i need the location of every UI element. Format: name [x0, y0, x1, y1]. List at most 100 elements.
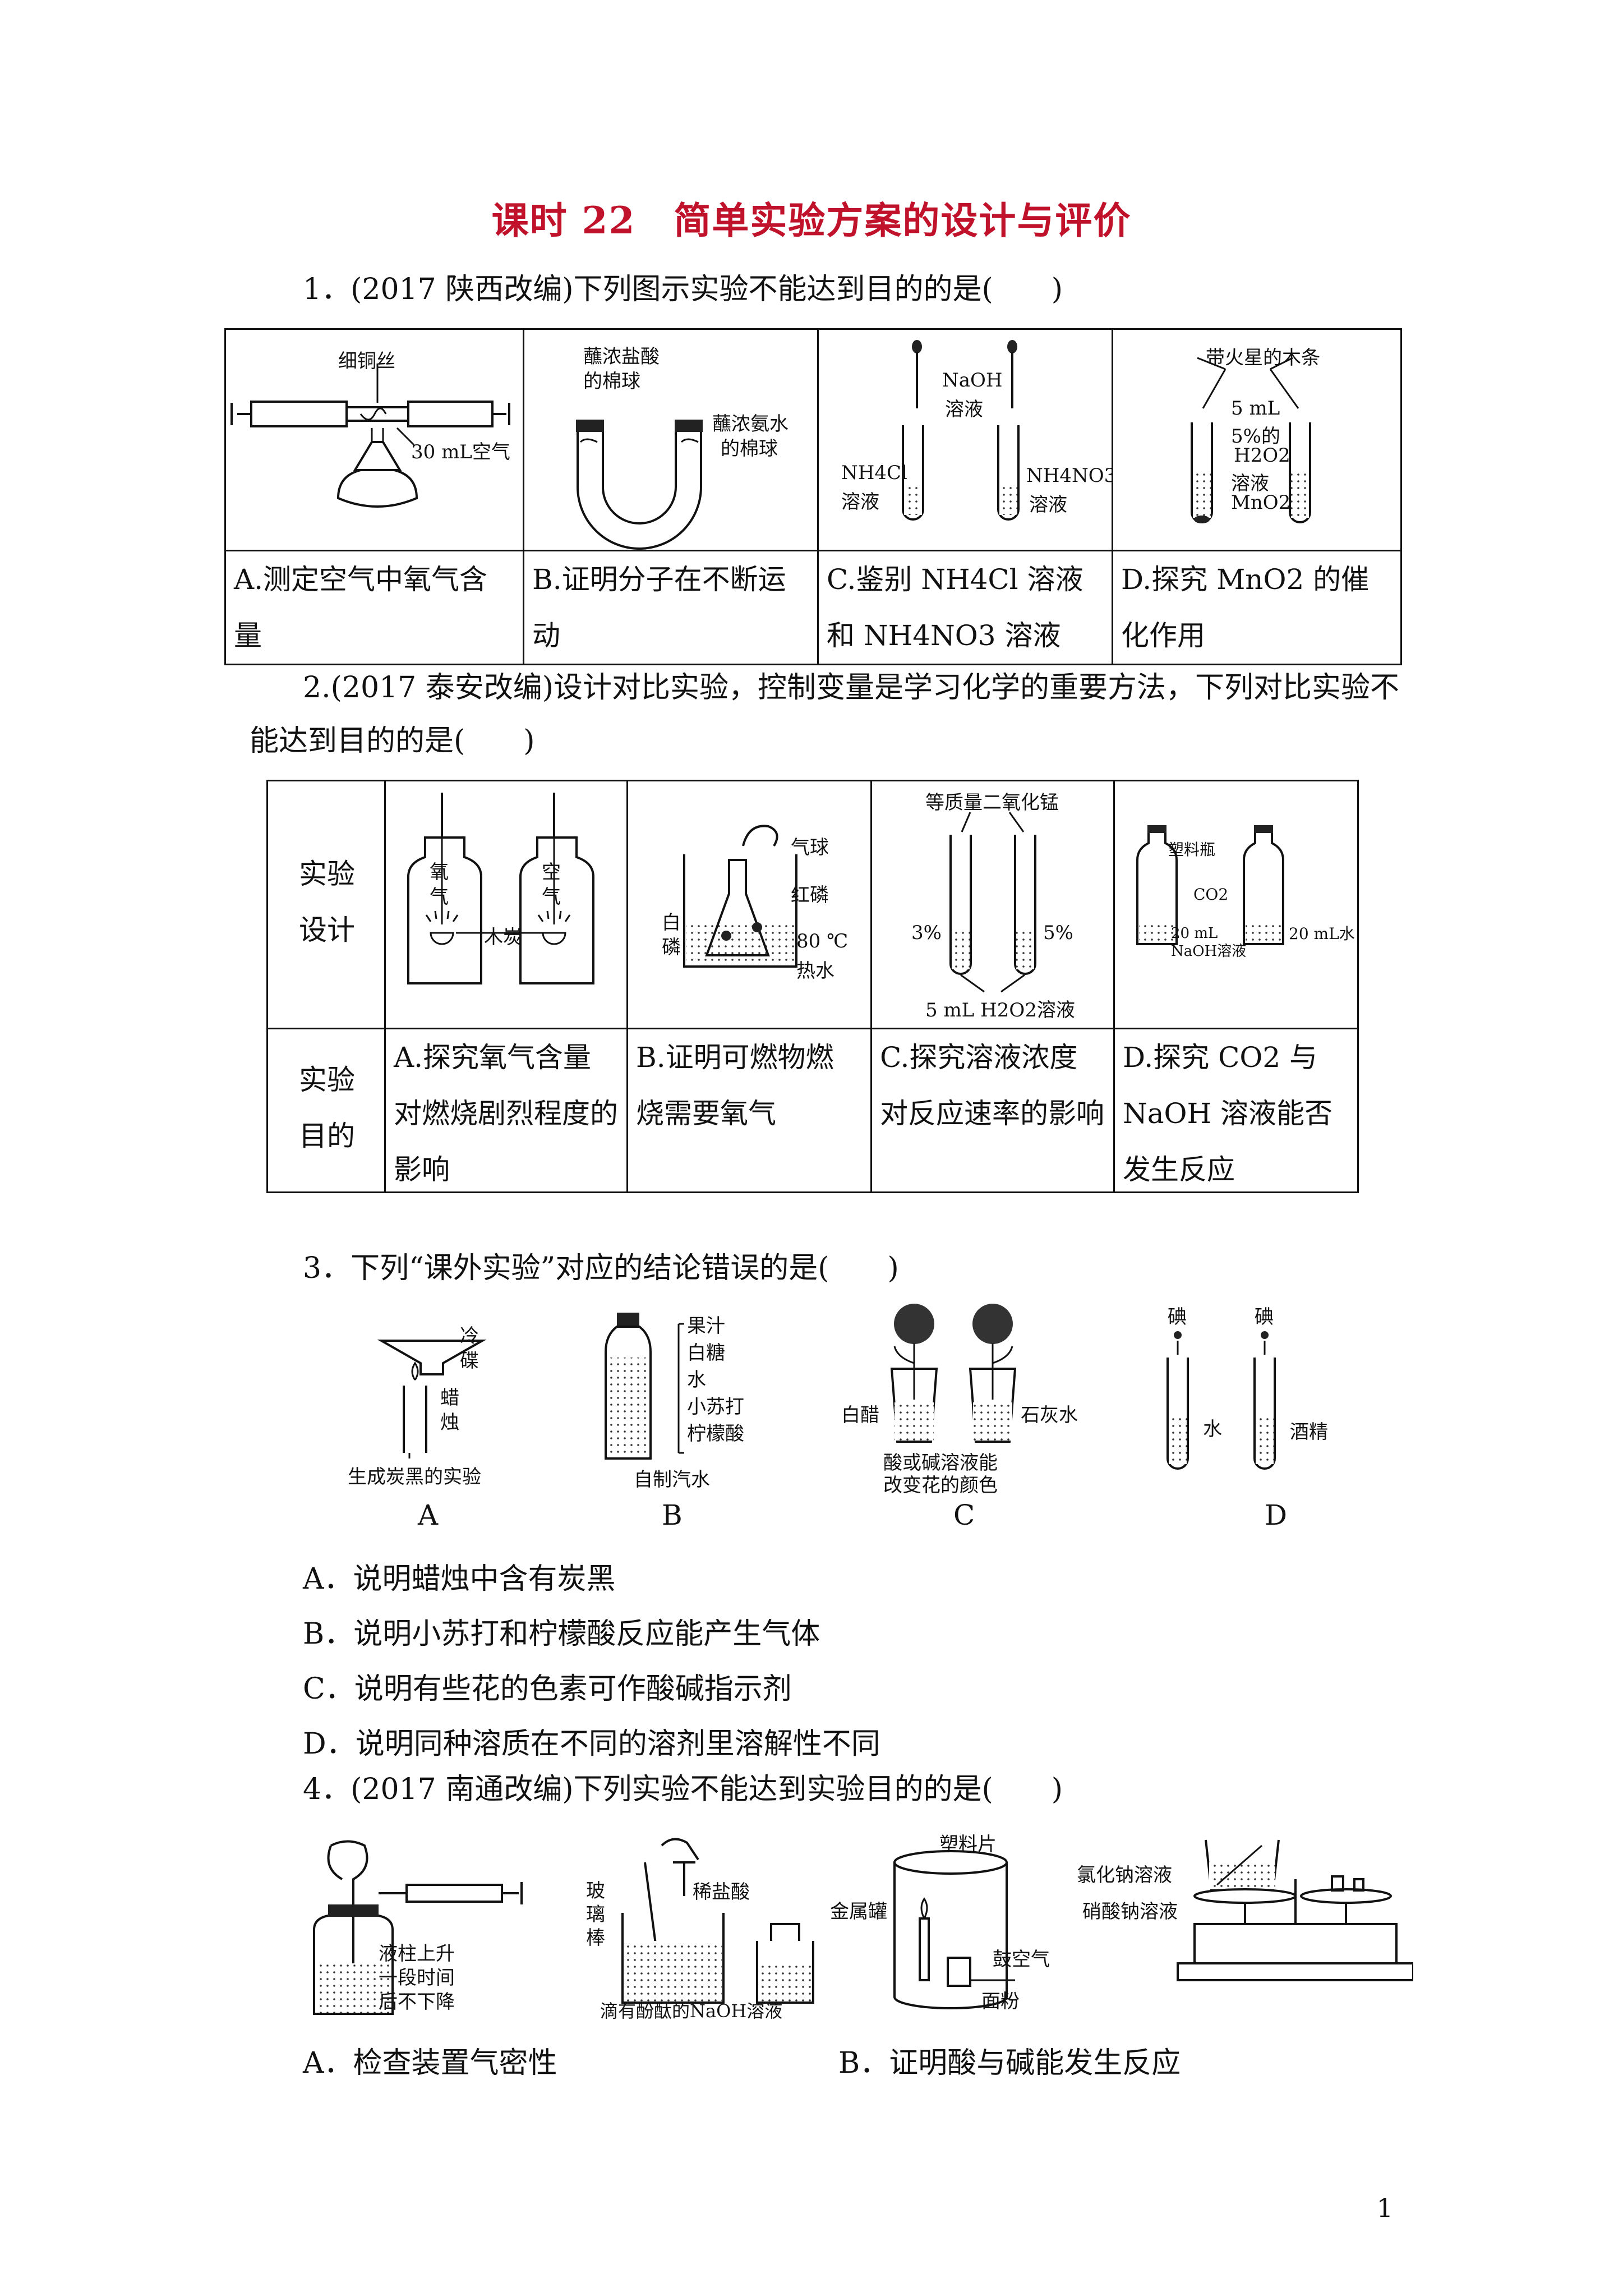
q4-fig-c-flour: 面粉 — [981, 1990, 1020, 2013]
q2-purpose-a: A.探究氧气含量对燃烧剧烈程度的影响 — [384, 1028, 628, 1193]
q2-fig-c-h2o2: 5 mL H2O2溶液 — [925, 999, 1075, 1022]
q1-fig-b-cell: 蘸浓盐酸 的棉球 蘸浓氨水 的棉球 — [523, 328, 819, 551]
q1-fig-a-air-label: 30 mL空气 — [411, 441, 510, 463]
q3-fig-b-item: 水 — [687, 1369, 706, 1391]
q4-option-b: B．证明酸与碱能发生反应 — [838, 2046, 1181, 2080]
q1-fig-d-h2o2: H2O2 — [1234, 444, 1290, 467]
q3-fig-c-vinegar: 白醋 — [841, 1404, 879, 1427]
q1-fig-c-nh4cl-1: NH4Cl — [841, 462, 907, 484]
q2-fig-a-air: 空气 — [542, 861, 561, 908]
q4-fig-c-blow: 鼓空气 — [993, 1948, 1050, 1971]
q4-fig-b-hcl: 稀盐酸 — [693, 1881, 750, 1903]
q3-fig-letter-b: B — [662, 1499, 683, 1531]
q2-purpose-d: D.探究 CO2 与 NaOH 溶液能否发生反应 — [1113, 1028, 1359, 1193]
q2-fig-d-bottle: 塑料瓶 — [1168, 840, 1216, 859]
q3-option-c: C．说明有些花的色素可作酸碱指示剂 — [303, 1672, 792, 1706]
q1-fig-b-u-tube — [576, 420, 703, 550]
q4-fig-a-apparatus — [313, 1840, 523, 2015]
q2-fig-c-test-tubes — [949, 812, 1036, 993]
q3-fig-letter-c: C — [953, 1499, 975, 1531]
q3-option-d: D．说明同种溶质在不同的溶剂里溶解性不同 — [303, 1727, 880, 1761]
q1-fig-b-hcl-1: 蘸浓盐酸 — [583, 346, 660, 368]
q2-fig-d-bottles — [1136, 825, 1284, 945]
q3-stem: 3．下列“课外实验”对应的结论错误的是( ) — [303, 1251, 899, 1285]
q1-fig-c-cell: NaOH 溶液 NH4Cl 溶液 NH4NO3 溶液 — [817, 328, 1117, 551]
q2-fig-d-cell: 塑料瓶 CO2 20 mL NaOH溶液 20 mL水 — [1113, 780, 1359, 1029]
q4-fig-c-can-label: 金属罐 — [830, 1901, 887, 1923]
q3-fig-d-water: 水 — [1203, 1418, 1222, 1441]
q3-fig-b-item: 小苏打 — [687, 1396, 744, 1418]
q2-fig-b-beaker — [683, 825, 797, 968]
q3-fig-b: 果汁 白糖 水 小苏打 柠檬酸 自制汽水 — [594, 1307, 780, 1498]
q1-fig-a-apparatus — [230, 364, 510, 508]
q1-fig-d-cell: 带火星的木条 5 mL 5%的 H2O2 溶液 MnO2 — [1112, 328, 1402, 551]
q1-fig-a-cell: 细铜丝 30 mL空气 — [224, 328, 524, 551]
q4-fig-c: 塑料片 金属罐 鼓空气 面粉 — [830, 1829, 1088, 2019]
q4-fig-b-rod: 玻璃棒 — [586, 1880, 605, 1949]
q4-fig-d-nacl: 氯化钠溶液 — [1077, 1864, 1172, 1887]
q3-fig-a-caption: 生成炭黑的实验 — [348, 1466, 481, 1488]
q4-option-a: A．检查装置气密性 — [303, 2046, 557, 2080]
q3-fig-b-item: 柠檬酸 — [687, 1423, 744, 1445]
q2-row-header-design: 实验设计 — [266, 780, 386, 1029]
q1-fig-a-wire-label: 细铜丝 — [338, 350, 395, 372]
q1-stem: 1．(2017 陕西改编)下列图示实验不能达到目的的是( ) — [303, 273, 1063, 306]
q1-fig-d-volume: 5 mL — [1231, 397, 1280, 420]
q1-fig-c-naoh-2: 溶液 — [945, 398, 983, 421]
q3-fig-c-lime-water: 石灰水 — [1021, 1404, 1078, 1427]
q4-fig-d: 氯化钠溶液 硝酸钠溶液 — [1077, 1829, 1413, 2019]
q3-fig-a-dish: 冷碟 — [460, 1325, 479, 1372]
q4-fig-c-plate: 塑料片 — [939, 1833, 997, 1856]
q4-fig-c-can — [893, 1850, 1015, 2009]
q2-fig-c-mno2: 等质量二氧化锰 — [925, 792, 1059, 814]
q2-fig-c-cell: 等质量二氧化锰 3% 5% 5 mL H2O2溶液 — [870, 780, 1115, 1029]
q3-fig-d-iodine-1: 碘 — [1168, 1306, 1187, 1328]
q3-fig-d-iodine-2: 碘 — [1255, 1306, 1274, 1328]
q3-fig-a-candle — [377, 1340, 487, 1458]
q1-fig-d-solution: 溶液 — [1231, 472, 1269, 495]
q1-option-b: B.证明分子在不断运动 — [523, 550, 819, 665]
page-number: 1 — [1376, 2193, 1393, 2223]
q2-fig-a-bottles — [407, 793, 594, 984]
q2-fig-b-red-p: 红磷 — [791, 884, 829, 907]
q1-fig-b-hcl-2: 的棉球 — [583, 370, 640, 393]
q2-purpose-b: B.证明可燃物燃烧需要氧气 — [626, 1028, 872, 1193]
q3-fig-b-items: 果汁 白糖 水 小苏打 柠檬酸 — [687, 1313, 754, 1447]
q2-fig-b-water: 热水 — [796, 960, 834, 982]
q1-option-d: D.探究 MnO2 的催化作用 — [1112, 550, 1402, 665]
q2-fig-b-cell: 气球 红磷 白磷 80 ℃ 热水 — [626, 780, 872, 1029]
q1-fig-c-nh4no3-2: 溶液 — [1029, 494, 1067, 516]
q2-fig-c-5pct: 5% — [1043, 922, 1073, 944]
q2-fig-d-co2: CO2 — [1193, 885, 1229, 904]
q2-fig-a-carbon: 木炭 — [484, 926, 522, 949]
q1-fig-c-nh4no3-1: NH4NO3 — [1026, 464, 1117, 487]
q3-fig-a: 冷碟 蜡烛 生成炭黑的实验 — [336, 1324, 522, 1492]
q1-fig-b-nh3-2: 的棉球 — [721, 438, 778, 460]
q2-fig-a-cell: 氧气 空气 木炭 — [384, 780, 628, 1029]
q4-fig-b-beaker — [621, 1838, 814, 2004]
q1-fig-c-test-tubes — [902, 340, 1020, 521]
q1-fig-d-splint: 带火星的木条 — [1206, 347, 1320, 369]
q3-fig-b-bottle — [605, 1313, 684, 1460]
q1-fig-c-naoh-1: NaOH — [942, 369, 1003, 392]
q3-fig-b-caption: 自制汽水 — [634, 1469, 710, 1491]
q1-fig-d-mno2: MnO2 — [1231, 491, 1291, 514]
q3-fig-c-flowers — [890, 1304, 1017, 1443]
q3-fig-a-candle-label: 蜡烛 — [440, 1387, 459, 1434]
q2-fig-a-oxygen: 氧气 — [430, 861, 449, 908]
q3-fig-d-test-tubes — [1166, 1331, 1276, 1470]
q3-fig-c: 白醋 石灰水 酸或碱溶液能 改变花的颜色 — [830, 1301, 1099, 1503]
q3-fig-c-caption-1: 酸或碱溶液能 — [883, 1452, 998, 1474]
page-title: 课时 22 简单实验方案的设计与评价 — [491, 199, 1132, 242]
q2-fig-d-water: 20 mL水 — [1289, 924, 1355, 943]
q2-stem-line-2: 能达到目的的是( ) — [250, 724, 535, 758]
q3-option-b: B．说明小苏打和柠檬酸反应能产生气体 — [303, 1617, 820, 1651]
q1-fig-b-nh3-1: 蘸浓氨水 — [712, 413, 789, 435]
q4-fig-a-text-2: 一段时间 — [379, 1967, 455, 1989]
q3-option-a: A．说明蜡烛中含有炭黑 — [303, 1562, 616, 1596]
q3-fig-letter-d: D — [1265, 1499, 1288, 1531]
q2-stem-line-1: 2.(2017 泰安改编)设计对比实验，控制变量是学习化学的重要方法，下列对比实… — [303, 671, 1400, 705]
q2-fig-b-white-p: 白磷 — [662, 912, 681, 959]
q4-fig-b-caption: 滴有酚酞的NaOH溶液 — [600, 2000, 783, 2022]
q3-fig-letter-a: A — [418, 1499, 439, 1531]
